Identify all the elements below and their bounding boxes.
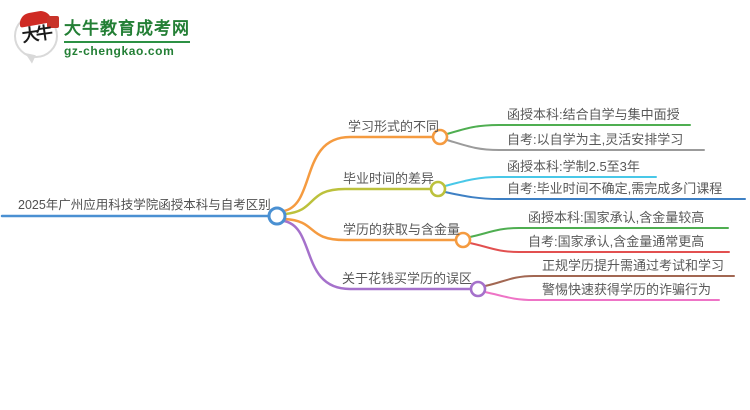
logo-bull-icon: 大牛 [14, 9, 59, 65]
branch-node-4 [469, 280, 487, 298]
branch-node-3 [454, 231, 472, 249]
site-logo[interactable]: 大牛 大牛教育成考网 gz-chengkao.com [14, 9, 190, 65]
branch-label-1: 学习形式的不同 [348, 119, 440, 134]
branch-line-2 [283, 187, 432, 216]
leaf-line-4a [484, 275, 735, 287]
leaf-label-2b: 自考:毕业时间不确定,需完成多门课程 [507, 181, 723, 196]
leaf-label-3a: 函授本科:国家承认,含金量较高 [528, 210, 705, 225]
leaf-label-1a: 函授本科:结合自学与集中面授 [507, 107, 680, 122]
leaf-label-2a: 函授本科:学制2.5至3年 [507, 159, 640, 174]
leaf-line-4b [484, 291, 720, 301]
branch-line-4 [282, 219, 472, 291]
logo-seal-icon [47, 16, 59, 28]
branch-line-3 [283, 217, 457, 242]
site-domain: gz-chengkao.com [64, 44, 175, 58]
leaf-line-1b [446, 139, 705, 151]
leaf-label-4a: 正规学历提升需通过考试和学习 [542, 258, 725, 273]
leaf-label-4b: 警惕快速获得学历的诈骗行为 [542, 282, 712, 297]
leaf-label-3b: 自考:国家承认,含金量通常更高 [528, 234, 705, 249]
mindmap-root-title: 2025年广州应用科技学院函授本科与自考区别 [18, 198, 271, 212]
leaf-line-1a [446, 124, 691, 135]
leaf-line-2b [444, 191, 746, 200]
leaf-line-2a [444, 176, 657, 187]
leaf-line-3a [469, 227, 729, 238]
branch-node-2 [429, 180, 447, 198]
leaf-label-1b: 自考:以自学为主,灵活安排学习 [507, 132, 684, 147]
root-node [267, 206, 287, 226]
logo-text-block: 大牛教育成考网 gz-chengkao.com [64, 14, 190, 58]
site-name: 大牛教育成考网 [64, 14, 190, 43]
leaf-line-3b [469, 242, 730, 253]
branch-label-3: 学历的获取与含金量 [343, 222, 461, 237]
branch-label-2: 毕业时间的差异 [343, 171, 435, 186]
branch-node-1 [431, 128, 449, 146]
branch-label-4: 关于花钱买学历的误区 [342, 271, 473, 286]
branch-line-1 [282, 135, 434, 213]
